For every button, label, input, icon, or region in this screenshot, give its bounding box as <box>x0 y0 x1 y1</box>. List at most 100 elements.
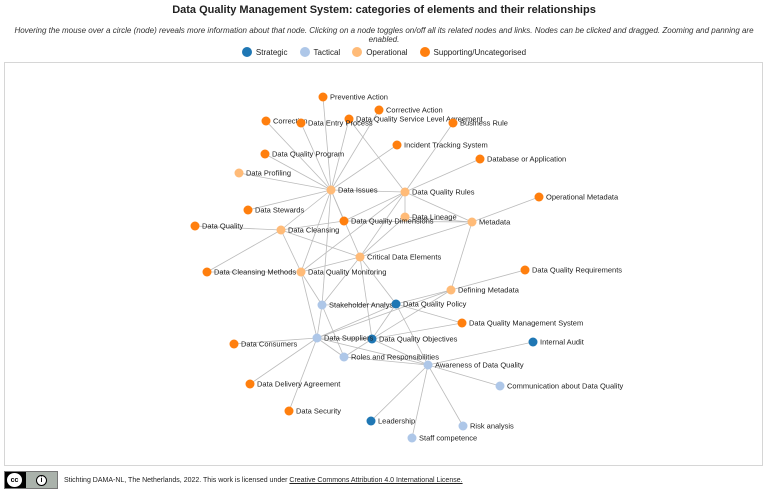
link-rules-dimensions <box>343 191 406 222</box>
node-security[interactable]: Data Security <box>284 406 342 416</box>
license-link[interactable]: Creative Commons Attribution 4.0 Interna… <box>289 476 463 484</box>
link-issues-profiling <box>238 172 332 191</box>
node-circle-stewards[interactable] <box>243 205 253 215</box>
node-rules[interactable]: Data Quality Rules <box>400 187 475 197</box>
node-label-delivery: Data Delivery Agreement <box>257 380 341 389</box>
node-circle-stakeholder[interactable] <box>317 300 327 310</box>
node-label-risk: Risk analysis <box>470 422 514 431</box>
link-policy-suppliers <box>316 303 397 339</box>
node-cleansemethods[interactable]: Data Cleansing Methods <box>202 267 297 277</box>
node-circle-preventive[interactable] <box>318 92 328 102</box>
node-leadership[interactable]: Leadership <box>366 416 416 426</box>
node-circle-rules[interactable] <box>400 187 410 197</box>
node-circle-dimensions[interactable] <box>339 216 349 226</box>
node-circle-cde[interactable] <box>355 252 365 262</box>
node-profiling[interactable]: Data Profiling <box>234 168 292 178</box>
link-awareness-risk <box>427 364 464 427</box>
node-circle-entry[interactable] <box>296 118 306 128</box>
node-issues[interactable]: Data Issues <box>326 185 378 195</box>
node-circle-metadata[interactable] <box>467 217 477 227</box>
node-dbapp[interactable]: Database or Application <box>475 154 567 164</box>
node-circle-monitoring[interactable] <box>296 267 306 277</box>
node-comm[interactable]: Communication about Data Quality <box>495 381 624 391</box>
node-circle-program[interactable] <box>260 149 270 159</box>
node-business[interactable]: Business Rule <box>448 118 508 128</box>
node-competence[interactable]: Staff competence <box>407 433 478 443</box>
node-preventive[interactable]: Preventive Action <box>318 92 388 102</box>
node-lineage[interactable]: Data Lineage <box>400 212 457 222</box>
node-awareness[interactable]: Awareness of Data Quality <box>423 360 524 370</box>
node-circle-leadership[interactable] <box>366 416 376 426</box>
link-cde-stakeholder <box>321 256 361 306</box>
node-cleansing[interactable]: Data Cleansing <box>276 225 340 235</box>
node-objectives[interactable]: Data Quality Objectives <box>367 334 458 344</box>
node-label-opmeta: Operational Metadata <box>546 193 619 202</box>
node-corrective[interactable]: Corrective Action <box>374 105 443 115</box>
node-stakeholder[interactable]: Stakeholder Analysis <box>317 300 399 310</box>
node-consumers[interactable]: Data Consumers <box>229 339 298 349</box>
node-circle-policy[interactable] <box>391 299 401 309</box>
node-circle-corrective[interactable] <box>374 105 384 115</box>
node-circle-delivery[interactable] <box>245 379 255 389</box>
node-circle-comm[interactable] <box>495 381 505 391</box>
link-stakeholder-policy <box>321 303 397 306</box>
node-label-dbapp: Database or Application <box>487 155 566 164</box>
node-circle-suppliers[interactable] <box>312 333 322 343</box>
node-dimensions[interactable]: Data Quality Dimensions <box>339 216 434 226</box>
node-risk[interactable]: Risk analysis <box>458 421 515 431</box>
node-sla[interactable]: Data Quality Service Level Agreement <box>344 114 484 124</box>
node-roles[interactable]: Roles and Responsibilities <box>339 352 440 362</box>
node-circle-correction[interactable] <box>261 116 271 126</box>
node-label-sla: Data Quality Service Level Agreement <box>356 115 484 124</box>
by-attribution-icon: i <box>26 472 57 488</box>
node-circle-profiling[interactable] <box>234 168 244 178</box>
node-circle-security[interactable] <box>284 406 294 416</box>
node-circle-competence[interactable] <box>407 433 417 443</box>
node-circle-audit[interactable] <box>528 337 538 347</box>
node-circle-roles[interactable] <box>339 352 349 362</box>
node-label-dimensions: Data Quality Dimensions <box>351 217 434 226</box>
node-cde[interactable]: Critical Data Elements <box>355 252 442 262</box>
node-opmeta[interactable]: Operational Metadata <box>534 192 619 202</box>
node-dqms[interactable]: Data Quality Management System <box>457 318 584 328</box>
node-dq[interactable]: Data Quality <box>190 221 244 231</box>
link-policy-objectives <box>371 303 397 340</box>
node-definemeta[interactable]: Defining Metadata <box>446 285 520 295</box>
node-circle-business[interactable] <box>448 118 458 128</box>
node-circle-consumers[interactable] <box>229 339 239 349</box>
node-circle-incident[interactable] <box>392 140 402 150</box>
node-monitoring[interactable]: Data Quality Monitoring <box>296 267 387 277</box>
node-correction[interactable]: Correction <box>261 116 308 126</box>
node-audit[interactable]: Internal Audit <box>528 337 585 347</box>
node-incident[interactable]: Incident Tracking System <box>392 140 488 150</box>
link-awareness-comm <box>427 364 501 387</box>
node-circle-requirements[interactable] <box>520 265 530 275</box>
node-circle-dbapp[interactable] <box>475 154 485 164</box>
node-program[interactable]: Data Quality Program <box>260 149 345 159</box>
link-suppliers-roles <box>316 337 345 358</box>
node-circle-opmeta[interactable] <box>534 192 544 202</box>
node-label-comm: Communication about Data Quality <box>507 382 624 391</box>
node-delivery[interactable]: Data Delivery Agreement <box>245 379 342 389</box>
node-circle-sla[interactable] <box>344 114 354 124</box>
node-circle-issues[interactable] <box>326 185 336 195</box>
node-policy[interactable]: Data Quality Policy <box>391 299 467 309</box>
node-circle-cleansemethods[interactable] <box>202 267 212 277</box>
node-entry[interactable]: Data Entry Process <box>296 118 373 128</box>
node-circle-objectives[interactable] <box>367 334 377 344</box>
node-circle-definemeta[interactable] <box>446 285 456 295</box>
cc-by-badge[interactable]: cc i <box>4 471 58 489</box>
link-issues-cleansing <box>280 189 332 231</box>
node-circle-risk[interactable] <box>458 421 468 431</box>
node-circle-awareness[interactable] <box>423 360 433 370</box>
node-circle-lineage[interactable] <box>400 212 410 222</box>
node-suppliers[interactable]: Data Suppliers <box>312 333 374 343</box>
node-stewards[interactable]: Data Stewards <box>243 205 305 215</box>
node-circle-dqms[interactable] <box>457 318 467 328</box>
node-metadata[interactable]: Metadata <box>467 217 512 227</box>
node-requirements[interactable]: Data Quality Requirements <box>520 265 623 275</box>
node-circle-cleansing[interactable] <box>276 225 286 235</box>
node-circle-dq[interactable] <box>190 221 200 231</box>
